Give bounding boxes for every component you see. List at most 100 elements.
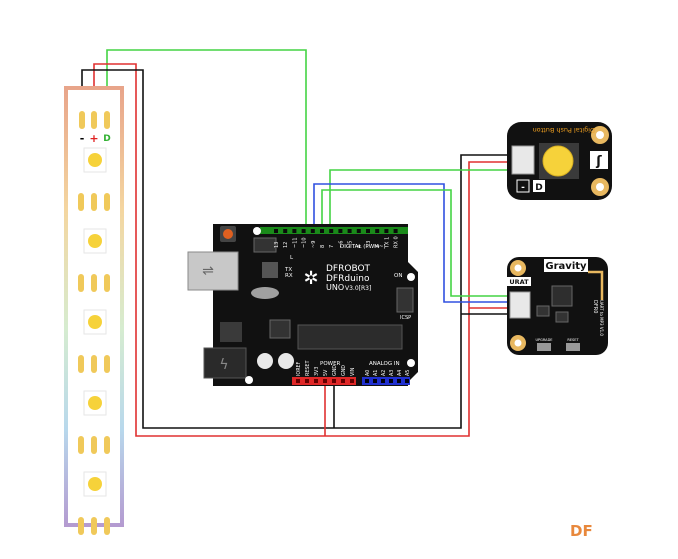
digital-pin-label: ~3 — [366, 241, 372, 248]
button-mount-hole-inner — [596, 131, 604, 139]
analog-pin-label: A5 — [405, 370, 411, 376]
led-light — [88, 234, 102, 248]
icsp-header — [396, 287, 414, 313]
digital-pin-label: RX 0 — [394, 236, 400, 248]
analog-pin-label: A3 — [389, 370, 395, 376]
header-pin — [301, 229, 306, 233]
power-pin-label: RESET — [305, 361, 311, 376]
power-pin-label: IOREF — [296, 361, 302, 376]
analog-pin-label: A0 — [365, 370, 371, 376]
solder-pad — [78, 436, 84, 454]
regulator — [220, 322, 242, 342]
digital-pin-label: ~9 — [311, 241, 317, 248]
header-pin — [314, 379, 318, 383]
gear-icon: ✲ — [303, 268, 318, 289]
wire-uart-blue — [313, 183, 512, 303]
power-label: POWER — [320, 361, 341, 367]
wire-uart-green — [321, 189, 512, 297]
strip-pin-plus: + — [89, 132, 98, 145]
button-pin-minus: - — [521, 183, 525, 193]
button-mount-hole-inner — [596, 183, 604, 191]
header-pin — [296, 379, 300, 383]
digital-header-pins — [274, 229, 398, 233]
push-button[interactable] — [542, 145, 574, 177]
header-pin — [310, 229, 315, 233]
led-light — [88, 315, 102, 329]
on-label: ON — [394, 273, 402, 279]
solder-pad — [78, 355, 84, 373]
small-chip — [555, 311, 569, 323]
upgrade-label: UPGRADE — [536, 338, 553, 342]
gravity-title: Gravity — [545, 261, 587, 272]
solder-pad — [104, 193, 110, 211]
small-chip — [269, 319, 291, 339]
power-jack — [203, 347, 247, 379]
led-strip: - + D — [64, 86, 124, 535]
power-header — [292, 377, 356, 385]
gravity-connector — [509, 291, 531, 319]
analog-pin-label: A4 — [397, 370, 403, 376]
digital-pin-label: ~10 — [302, 237, 308, 248]
header-pin — [305, 379, 309, 383]
header-pin — [366, 229, 370, 233]
analog-header — [362, 377, 410, 385]
reset-button[interactable] — [566, 343, 580, 351]
strip-pins: - + D — [79, 111, 111, 145]
digital-pin-label: 12 — [283, 242, 289, 248]
header-pin — [365, 379, 369, 383]
power-pin-label: VIN — [350, 367, 356, 376]
small-chip — [536, 305, 550, 317]
led-light — [88, 396, 102, 410]
capacitor — [257, 353, 273, 369]
upgrade-button[interactable] — [537, 343, 551, 351]
digital-pin-label: ~5 — [348, 241, 354, 248]
header-pin — [381, 379, 385, 383]
digital-pin-label: 8 — [320, 245, 326, 248]
dfrobot-logo-icon: ʃ — [595, 154, 602, 169]
mount-hole — [407, 359, 415, 367]
led-light — [88, 153, 102, 167]
header-pin — [397, 379, 401, 383]
gravity-side-label1: DFR0 — [592, 300, 598, 313]
atmega-chip — [297, 324, 403, 350]
solder-pad — [104, 517, 110, 535]
solder-pad — [91, 436, 97, 454]
aux-header — [253, 237, 277, 253]
mount-hole — [407, 273, 415, 281]
strip-pin-minus: - — [80, 132, 85, 145]
digital-pin-label: ~11 — [292, 237, 298, 248]
dfrobot-logo-box — [590, 151, 608, 169]
digital-pin-label: 2 — [375, 245, 381, 248]
digital-pin-label: 7 — [329, 245, 335, 248]
arduino-model: DFRduino — [326, 274, 370, 284]
power-pin-label: 3V3 — [314, 367, 320, 376]
analog-pin-label: A2 — [381, 370, 387, 376]
analog-pin-label: A1 — [373, 370, 379, 376]
header-pin — [274, 229, 278, 233]
solder-pad — [104, 355, 110, 373]
header-pin — [389, 379, 393, 383]
header-pin — [320, 229, 324, 233]
solder-pad — [91, 517, 97, 535]
button-pin-d: D — [535, 183, 542, 193]
strip-leds — [78, 147, 110, 535]
digital-pin-label: ~6 — [338, 241, 344, 248]
wire-button-signal — [329, 169, 532, 230]
arduino-board: ⇌ ϟ ✲ DFROBOT DFRduino UNO V3.0[R3 — [187, 224, 418, 386]
digital-pin-label: TX 1 — [384, 237, 390, 249]
mount-hole — [253, 227, 261, 235]
header-pin — [375, 229, 380, 233]
power-pin-label: GND — [341, 365, 347, 376]
analog-label: ANALOG IN — [369, 361, 400, 367]
antenna-trace — [588, 270, 604, 300]
arduino-version: V3.0[R3] — [345, 285, 371, 292]
header-pin — [373, 379, 377, 383]
header-pin — [384, 229, 389, 233]
urat-port-label: URAT — [509, 278, 529, 286]
header-pin — [332, 379, 336, 383]
solder-pad — [104, 436, 110, 454]
header-pin — [323, 379, 327, 383]
digital-label: DIGITAL (PWM~) — [340, 244, 386, 250]
